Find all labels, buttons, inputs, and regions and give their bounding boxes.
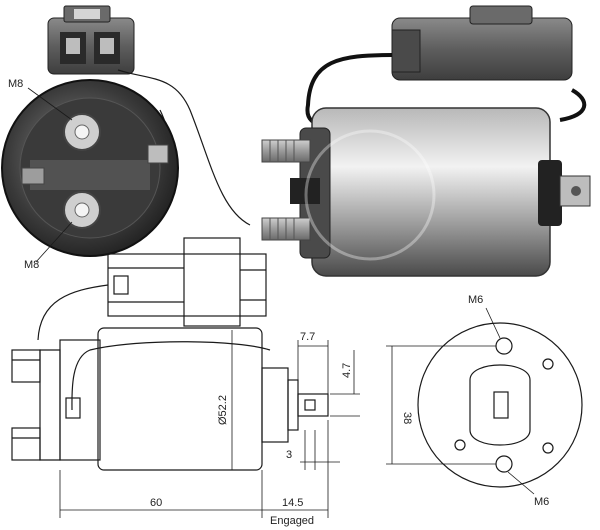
dim-diameter-52-2: Ø52.2: [217, 395, 229, 425]
front-view-outline: [417, 322, 583, 488]
hole-m6-top: [495, 337, 513, 355]
hole-m6-bottom: [495, 455, 513, 473]
dim-3: 3: [286, 449, 292, 461]
dim-38: 38: [401, 412, 413, 424]
label-m8-top: M8: [8, 78, 23, 90]
end-cap-photo: [1, 5, 251, 257]
dim-60: 60: [150, 497, 162, 509]
dim-7-7: 7.7: [300, 331, 315, 343]
label-m6-top: M6: [468, 294, 483, 306]
dim-14-5: 14.5: [282, 497, 303, 509]
side-view-photo: [261, 5, 591, 277]
label-m6-bottom: M6: [534, 496, 549, 508]
solenoid-body: [311, 107, 551, 277]
dim-engaged: Engaged: [270, 515, 314, 527]
front-view-drawing: 38 M6 M6: [386, 294, 583, 508]
side-elevation-drawing: 60 14.5 Engaged Ø52.2 7.7 4.7 3: [11, 237, 360, 527]
label-m8-bottom: M8: [24, 259, 39, 271]
dim-4-7: 4.7: [341, 363, 353, 378]
